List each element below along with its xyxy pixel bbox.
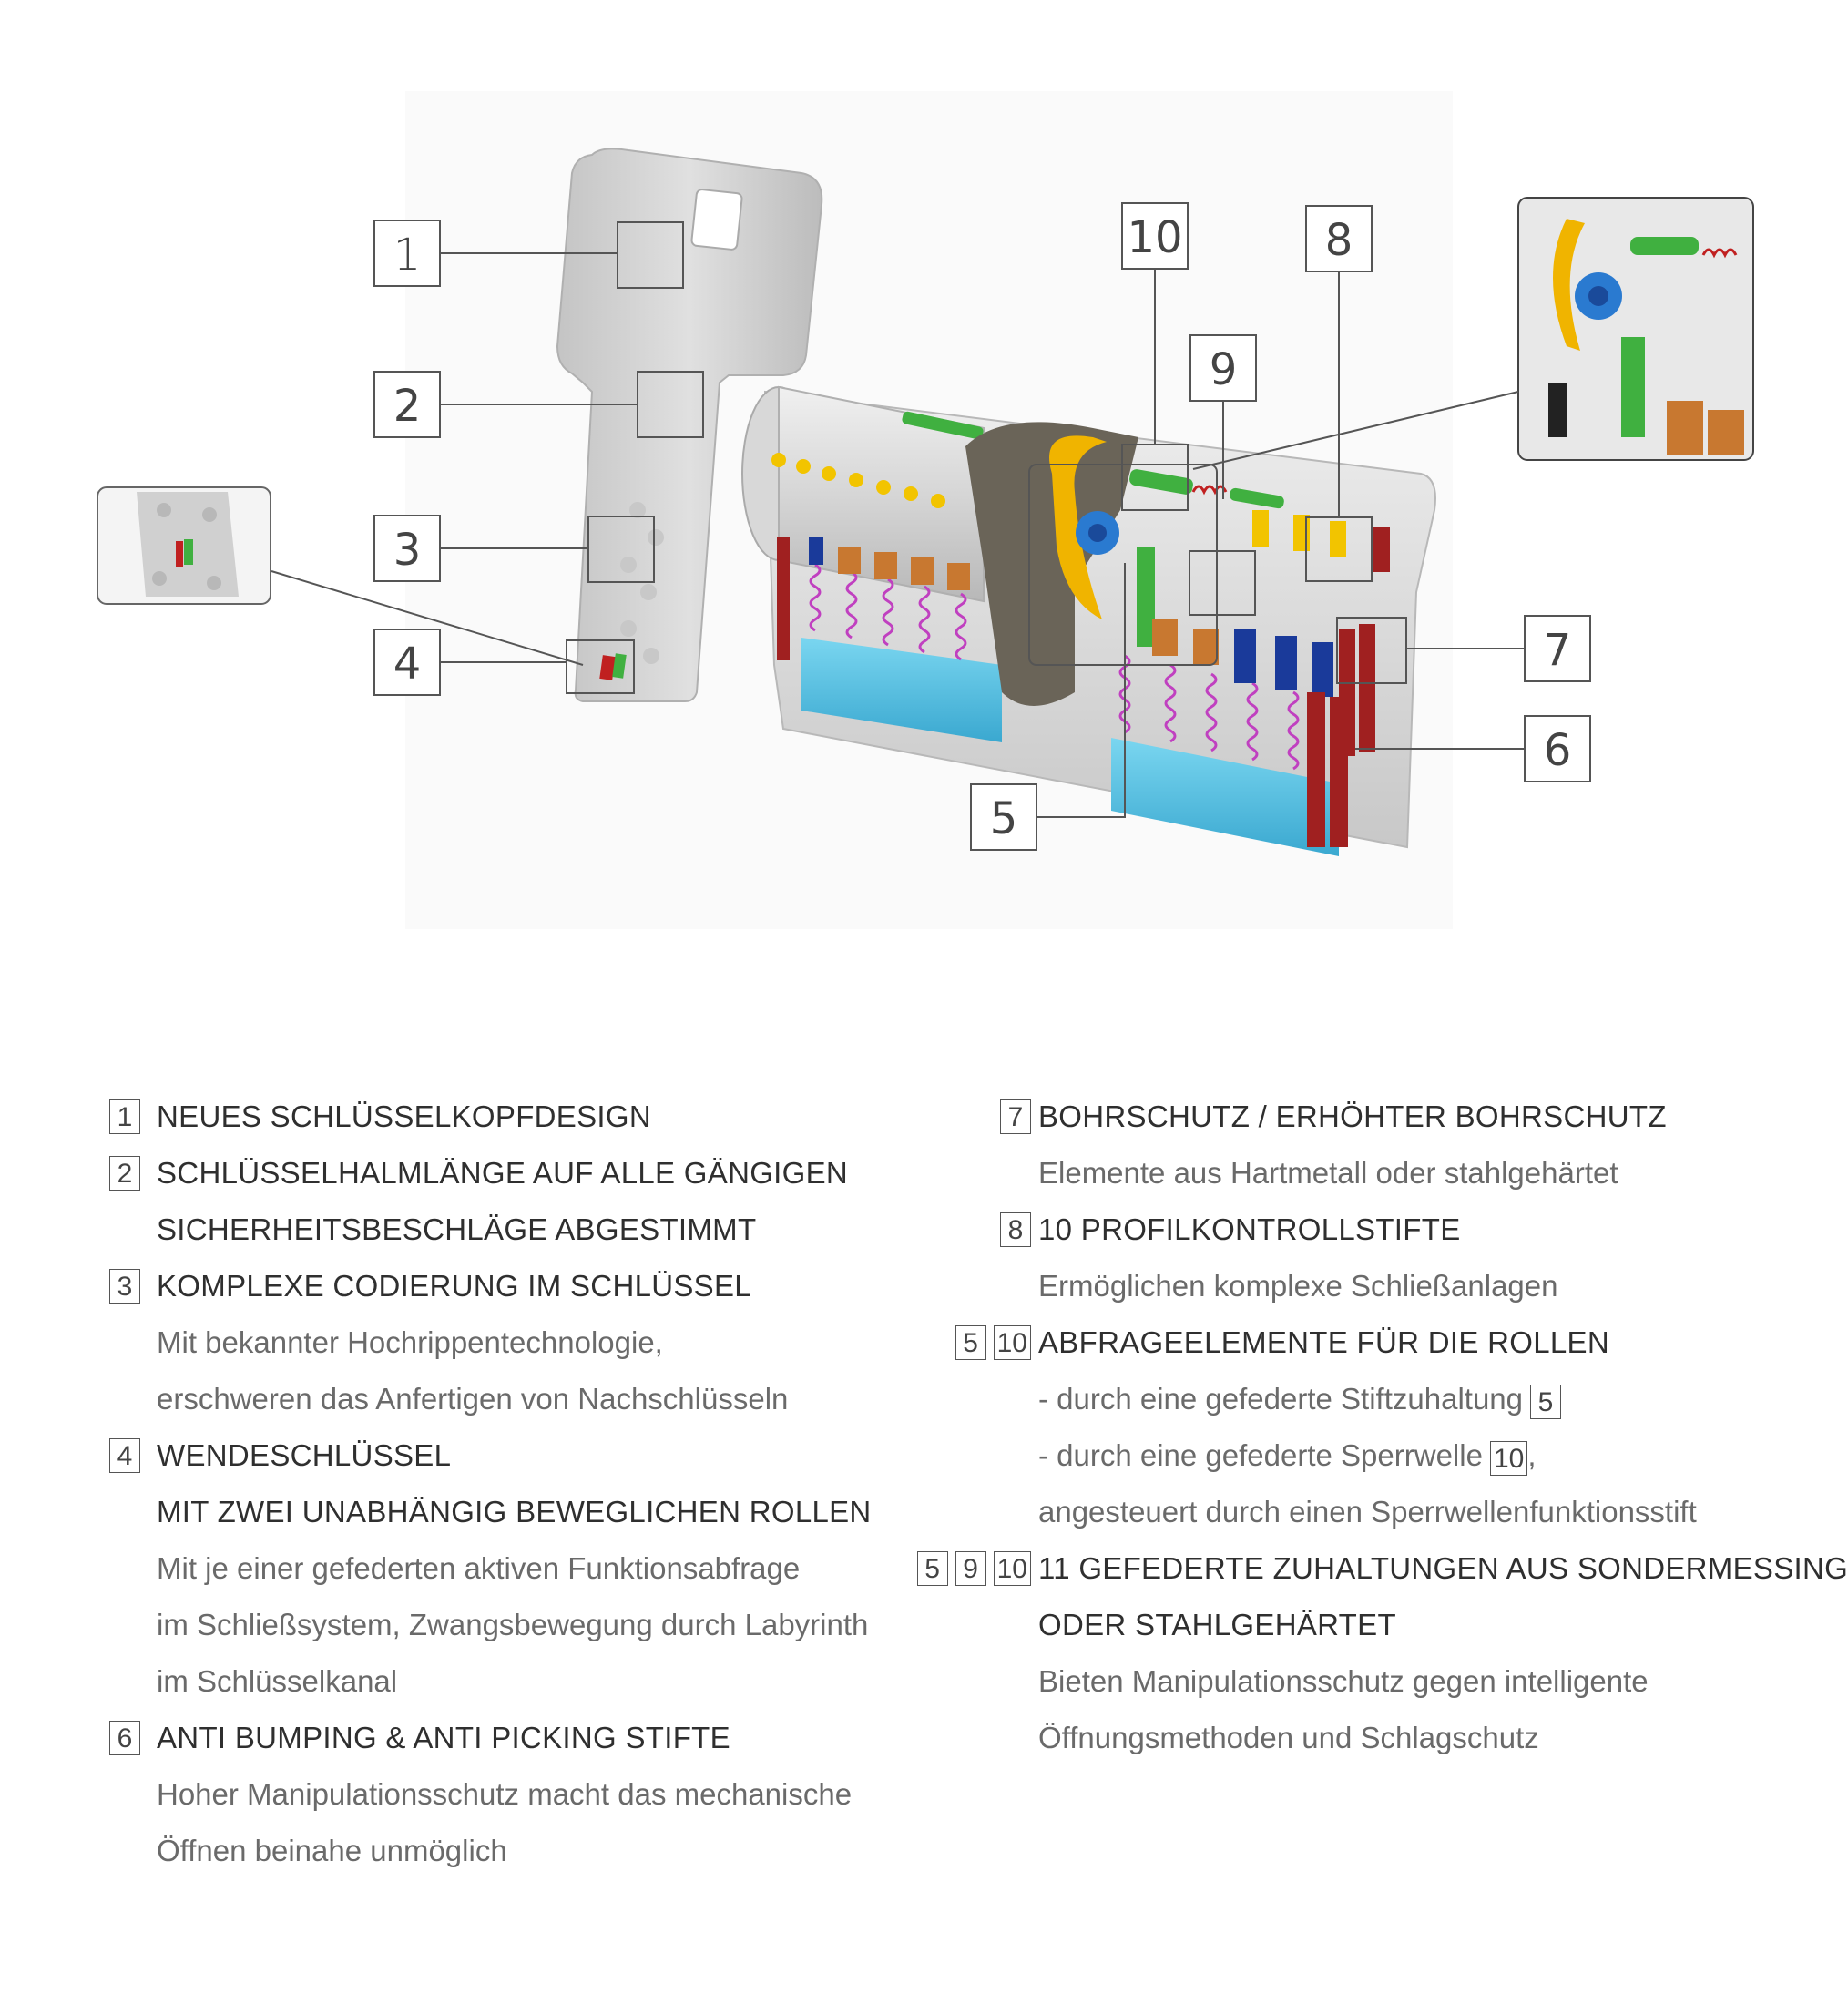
- legend-item-2: SCHLÜSSELHALMLÄNGE AUF ALLE GÄNGIGEN SIC…: [109, 1145, 929, 1258]
- legend-item-3: KOMPLEXE CODIERUNG IM SCHLÜSSEL Mit beka…: [109, 1258, 929, 1427]
- legend-heading: BOHRSCHUTZ / ERHÖHTER BOHRSCHUTZ: [1038, 1099, 1667, 1133]
- legend-description: Hoher Manipulationsschutz macht das mech…: [157, 1777, 853, 1811]
- legend-item-5-10: ABFRAGEELEMENTE FÜR DIE ROLLEN - durch e…: [955, 1314, 1812, 1540]
- legend-item-1: NEUES SCHLÜSSELKOPFDESIGN 1: [109, 1089, 929, 1145]
- lock-cylinder-diagram: 1 2 3 4 5 6 7 8 9 10: [97, 91, 1754, 929]
- legend-right: BOHRSCHUTZ / ERHÖHTER BOHRSCHUTZ Element…: [916, 1089, 1848, 1766]
- legend-inline-badge: 5: [1530, 1385, 1562, 1419]
- svg-text:6: 6: [1544, 725, 1572, 776]
- legend-badge: 9: [955, 1551, 986, 1586]
- legend-heading: 10 PROFILKONTROLLSTIFTE: [1038, 1212, 1461, 1246]
- legend-description: Öffnen beinahe unmöglich: [157, 1834, 507, 1867]
- svg-text:10: 10: [1127, 212, 1182, 263]
- legend-description-text: - durch eine gefederte Sperrwelle: [1038, 1438, 1483, 1472]
- legend-badge: 5: [955, 1325, 986, 1360]
- legend-badge: 4: [109, 1438, 140, 1473]
- callout-7: 7: [1524, 615, 1591, 682]
- legend-left: NEUES SCHLÜSSELKOPFDESIGN 1 SCHLÜSSELHAL…: [109, 1089, 929, 1879]
- legend-heading: MIT ZWEI UNABHÄNGIG BEWEGLICHEN ROLLEN: [157, 1495, 872, 1529]
- legend-description-text: - durch eine gefederte Stiftzuhaltung: [1038, 1382, 1524, 1416]
- legend-description: Mit je einer gefederten aktiven Funktion…: [157, 1551, 801, 1585]
- svg-text:4: 4: [393, 639, 422, 690]
- svg-text:7: 7: [1544, 625, 1572, 676]
- legend-item-7: BOHRSCHUTZ / ERHÖHTER BOHRSCHUTZ Element…: [1000, 1089, 1812, 1201]
- legend-inline-badge: 10: [1489, 1441, 1528, 1476]
- legend-item-4: WENDESCHLÜSSEL MIT ZWEI UNABHÄNGIG BEWEG…: [109, 1427, 929, 1710]
- svg-text:8: 8: [1325, 215, 1353, 266]
- svg-text:5: 5: [990, 793, 1018, 844]
- legend-description: Bieten Manipulationsschutz gegen intelli…: [1038, 1664, 1649, 1698]
- legend-heading: ODER STAHLGEHÄRTET: [1038, 1608, 1396, 1641]
- svg-text:3: 3: [393, 525, 422, 576]
- legend-heading: SICHERHEITSBESCHLÄGE ABGESTIMMT: [157, 1212, 757, 1246]
- legend-heading: SCHLÜSSELHALMLÄNGE AUF ALLE GÄNGIGEN: [157, 1156, 849, 1190]
- legend-badge: 6: [109, 1721, 140, 1755]
- legend-description: erschweren das Anfertigen von Nachschlüs…: [157, 1382, 789, 1416]
- legend-heading: NEUES SCHLÜSSELKOPFDESIGN: [157, 1099, 651, 1133]
- legend-description: Mit bekannter Hochrippentechnologie,: [157, 1325, 663, 1359]
- svg-text:1: 1: [393, 230, 422, 281]
- legend-description: angesteuert durch einen Sperrwellenfunkt…: [1038, 1495, 1697, 1529]
- legend-description-suffix: ,: [1527, 1438, 1537, 1472]
- callout-4: 4: [373, 629, 441, 696]
- legend-description: Elemente aus Hartmetall oder stahlgehärt…: [1038, 1156, 1618, 1190]
- legend-heading: KOMPLEXE CODIERUNG IM SCHLÜSSEL: [157, 1269, 751, 1303]
- legend-heading: WENDESCHLÜSSEL: [157, 1438, 452, 1472]
- callout-9: 9: [1189, 334, 1257, 402]
- legend-description: Ermöglichen komplexe Schließanlagen: [1038, 1269, 1558, 1303]
- legend-item-6: ANTI BUMPING & ANTI PICKING STIFTE Hoher…: [109, 1710, 929, 1879]
- legend-heading: ANTI BUMPING & ANTI PICKING STIFTE: [157, 1721, 730, 1754]
- legend-heading: ABFRAGEELEMENTE FÜR DIE ROLLEN: [1038, 1325, 1609, 1359]
- legend-item-8: 10 PROFILKONTROLLSTIFTE Ermöglichen komp…: [1000, 1201, 1812, 1314]
- callout-10: 10: [1121, 202, 1189, 270]
- leader-lines: [271, 221, 1525, 818]
- key-roller-inset: [97, 486, 271, 605]
- legend-badge: 3: [109, 1269, 140, 1304]
- legend-heading: 11 GEFEDERTE ZUHALTUNGEN AUS SONDERMESSI…: [1038, 1551, 1848, 1585]
- callout-5: 5: [970, 783, 1037, 851]
- callout-2: 2: [373, 371, 441, 438]
- legend-badge: 1: [109, 1099, 140, 1134]
- legend-badge: 8: [1000, 1212, 1031, 1247]
- callout-3: 3: [373, 515, 441, 582]
- cam-detail-inset: [1517, 197, 1754, 461]
- legend-badge: 2: [109, 1156, 140, 1191]
- legend-item-5-9-10: 11 GEFEDERTE ZUHALTUNGEN AUS SONDERMESSI…: [916, 1540, 1848, 1766]
- svg-text:9: 9: [1210, 344, 1238, 395]
- legend-badge: 5: [916, 1551, 948, 1586]
- callout-1: 1: [373, 220, 441, 287]
- legend-badge: 7: [1000, 1099, 1031, 1134]
- callout-8: 8: [1305, 205, 1373, 272]
- cylinder-illustration: [741, 385, 1436, 856]
- legend-badge: 10: [993, 1551, 1031, 1586]
- legend-description: im Schlüsselkanal: [157, 1664, 398, 1698]
- callout-6: 6: [1524, 715, 1591, 782]
- legend-description: im Schließsystem, Zwangsbewegung durch L…: [157, 1608, 869, 1641]
- legend-description: Öffnungsmethoden und Schlagschutz: [1038, 1721, 1539, 1754]
- legend-badge: 10: [993, 1325, 1031, 1360]
- svg-text:2: 2: [393, 381, 422, 432]
